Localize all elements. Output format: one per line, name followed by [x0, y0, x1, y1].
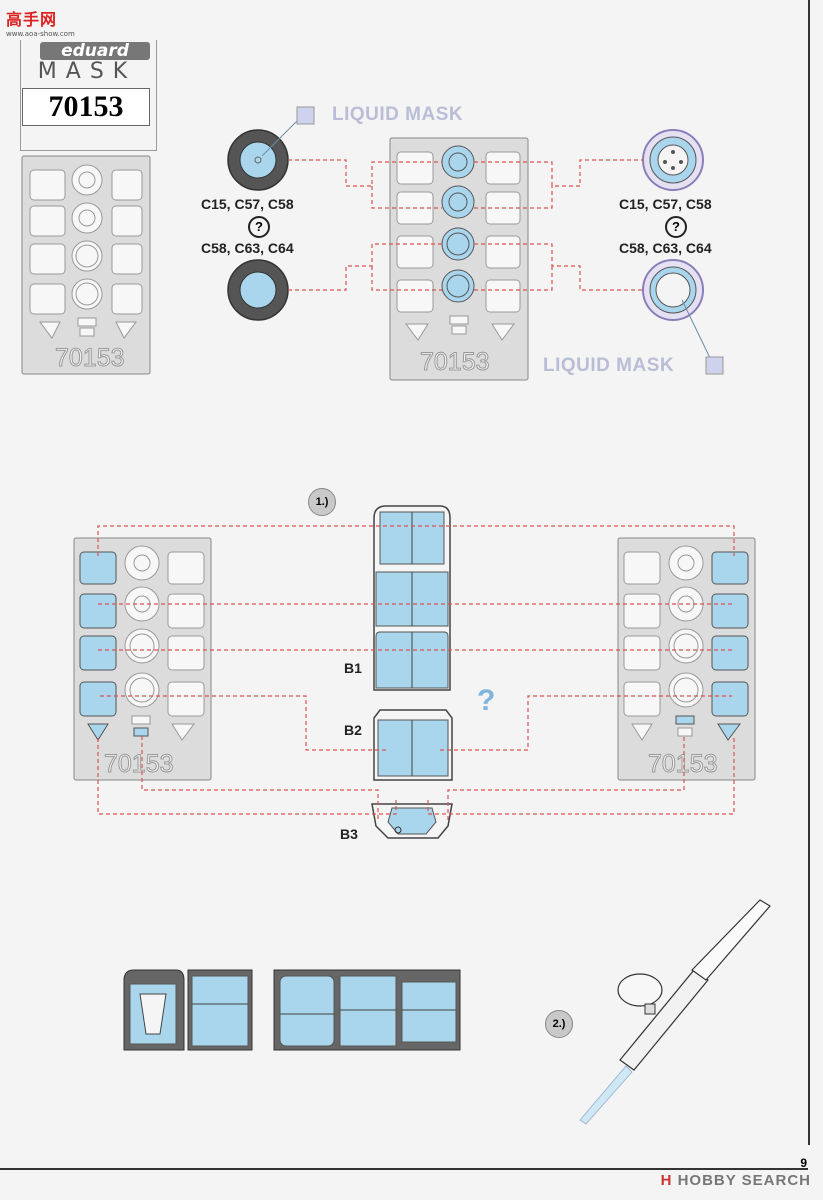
- page-number: 9: [800, 1156, 807, 1170]
- sheet-number-2: 70153: [420, 348, 490, 376]
- part-label-b3: B3: [340, 826, 358, 842]
- brand-frame: [20, 40, 157, 151]
- source-name: HOBBY SEARCH: [677, 1172, 811, 1189]
- eduard-logo: eduard MASK: [22, 42, 152, 84]
- assembled-canopy: [123, 969, 461, 1051]
- liquid-mask-swatch-bottom: [705, 356, 724, 375]
- source-watermark: H HOBBY SEARCH: [661, 1172, 811, 1189]
- right-rail: [808, 0, 810, 1145]
- part-label-b1: B1: [344, 660, 362, 676]
- product-code: 70153: [22, 88, 150, 126]
- logo-mask: MASK: [37, 59, 137, 84]
- watermark-url: www.aoa-show.com: [6, 30, 75, 38]
- wheel-label-left-top: C15, C57, C58: [201, 196, 294, 212]
- airbrush-illustration: [579, 899, 771, 1125]
- sheet-number-3: 70153: [104, 750, 174, 778]
- part-b3: [371, 803, 453, 839]
- sheet-middle-right: [617, 537, 756, 781]
- logo-eduard: eduard: [40, 42, 150, 60]
- liquid-mask-swatch-top: [296, 106, 315, 125]
- sheet-middle-left: [73, 537, 212, 781]
- sheet-number-4: 70153: [648, 750, 718, 778]
- middle-callouts: [97, 525, 735, 820]
- sheet-top-center: [389, 137, 529, 381]
- liquid-mask-label-bottom: LIQUID MASK: [543, 355, 675, 376]
- wheel-left-bottom: [227, 259, 289, 321]
- bottom-rule: [0, 1168, 808, 1170]
- wheel-right-bottom: [642, 259, 704, 321]
- wheel-label-right-bottom: C58, C63, C64: [619, 240, 712, 256]
- source-logo-icon: H: [660, 1172, 673, 1189]
- wheel-label-left-bottom: C58, C63, C64: [201, 240, 294, 256]
- optional-question-icon: ?: [477, 684, 496, 717]
- watermark: 高手网 www.aoa-show.com: [6, 6, 75, 38]
- part-b1: [373, 505, 451, 691]
- question-icon-left: ?: [248, 216, 270, 238]
- step-2-badge: 2.): [545, 1010, 573, 1038]
- part-label-b2: B2: [344, 722, 362, 738]
- watermark-site: 高手网: [6, 10, 58, 29]
- wheel-right-top: [642, 129, 704, 191]
- step-1-badge: 1.): [308, 488, 336, 516]
- sheet-number: 70153: [55, 344, 125, 372]
- liquid-mask-label-top: LIQUID MASK: [332, 104, 464, 125]
- top-callouts: [288, 159, 643, 291]
- sheet-top-left: [21, 155, 151, 375]
- part-b2: [373, 709, 453, 781]
- question-icon-right: ?: [665, 216, 687, 238]
- wheel-label-right-top: C15, C57, C58: [619, 196, 712, 212]
